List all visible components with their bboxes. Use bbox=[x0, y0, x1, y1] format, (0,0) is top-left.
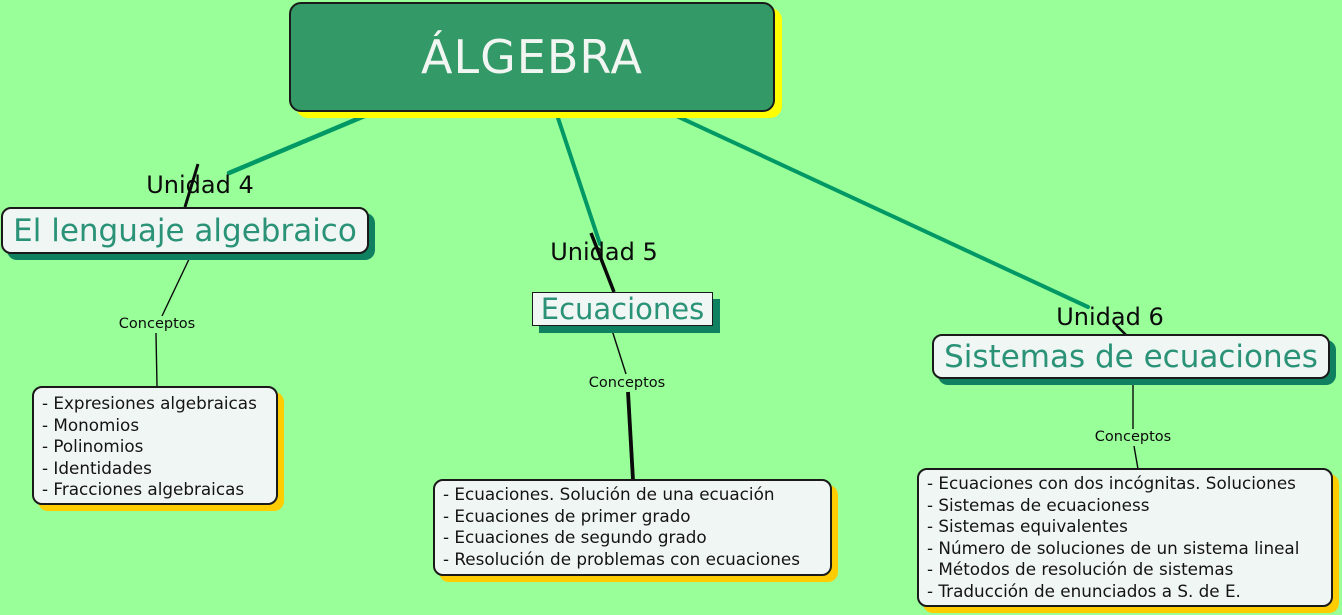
concept-item: - Resolución de problemas con ecuaciones bbox=[443, 548, 800, 569]
concept-item: - Identidades bbox=[42, 457, 152, 478]
concept-item: - Ecuaciones. Solución de una ecuación bbox=[443, 484, 775, 504]
connector-root-unidad4 bbox=[226, 109, 377, 176]
connector-conceptos-list-2 bbox=[626, 391, 635, 481]
concept-list-unidad-5[interactable]: - Ecuaciones. Solución de una ecuación -… bbox=[433, 479, 832, 576]
concept-item: - Sistemas equivalentes bbox=[927, 516, 1128, 536]
connector-unidad5-topic bbox=[589, 232, 616, 293]
root-node-algebra[interactable]: ÁLGEBRA bbox=[289, 2, 775, 112]
link-label-conceptos-2[interactable]: Conceptos bbox=[588, 375, 666, 391]
concept-item: - Ecuaciones de segundo grado bbox=[443, 527, 707, 547]
topic-node-sistemas-de-ecuaciones[interactable]: Sistemas de ecuaciones bbox=[932, 334, 1330, 379]
unit-label-unidad-5[interactable]: Unidad 5 bbox=[550, 238, 658, 266]
concept-item: - Número de soluciones de un sistema lin… bbox=[927, 537, 1300, 558]
connector-topic-conceptos-1 bbox=[161, 254, 192, 317]
concept-item: - Monomios bbox=[42, 414, 140, 435]
concept-list-unidad-4[interactable]: - Expresiones algebraicas - Monomios - P… bbox=[32, 386, 278, 505]
concept-item: - Fracciones algebraicas bbox=[42, 479, 245, 499]
concept-list-unidad-6[interactable]: - Ecuaciones con dos incógnitas. Solucio… bbox=[917, 468, 1333, 607]
concept-item: - Expresiones algebraicas bbox=[42, 393, 257, 413]
connector-root-unidad5 bbox=[554, 110, 602, 246]
link-label-conceptos-1[interactable]: Conceptos bbox=[118, 316, 196, 332]
topic-node-lenguaje-algebraico[interactable]: El lenguaje algebraico bbox=[1, 207, 369, 254]
concept-item: - Sistemas de ecuacioness bbox=[927, 494, 1150, 515]
concept-item: - Polinomios bbox=[42, 436, 144, 456]
connector-root-unidad6 bbox=[666, 110, 1090, 309]
connector-unidad4-topic bbox=[183, 163, 200, 208]
connector-conceptos-list-1 bbox=[155, 332, 158, 387]
concept-item: - Métodos de resolución de sistemas bbox=[927, 559, 1234, 579]
unit-label-unidad-4[interactable]: Unidad 4 bbox=[146, 171, 254, 199]
concept-item: - Ecuaciones con dos incógnitas. Solucio… bbox=[927, 473, 1296, 493]
link-label-conceptos-3[interactable]: Conceptos bbox=[1094, 429, 1172, 445]
connector-conceptos-list-3 bbox=[1133, 445, 1139, 470]
concept-item: - Traducción de enunciados a S. de E. bbox=[927, 580, 1241, 601]
concept-item: - Ecuaciones de primer grado bbox=[443, 505, 691, 526]
topic-node-ecuaciones[interactable]: Ecuaciones bbox=[532, 292, 713, 326]
connector-topic-conceptos-2 bbox=[610, 326, 627, 375]
unit-label-unidad-6[interactable]: Unidad 6 bbox=[1056, 303, 1164, 331]
